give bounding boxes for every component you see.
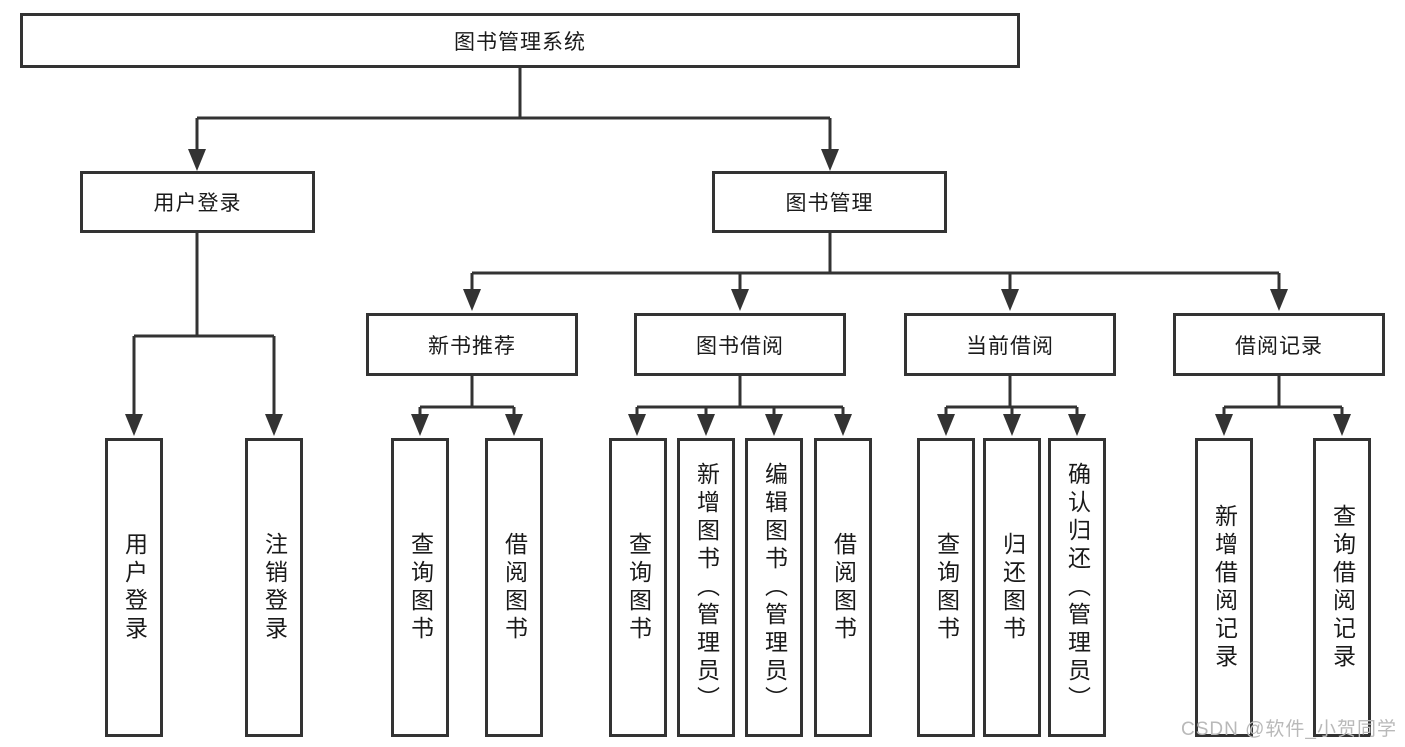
leaf-label-br-add-record: 新增借阅记录 xyxy=(1211,503,1238,672)
leaf-nbr-borrow-books: 借阅图书 xyxy=(485,438,543,737)
node-label-borrowing-records: 借阅记录 xyxy=(1235,334,1323,358)
leaf-logout-login: 注销登录 xyxy=(245,438,303,737)
leaf-label-cb-return-books: 归还图书 xyxy=(999,531,1026,644)
leaf-cb-return-books: 归还图书 xyxy=(983,438,1041,737)
leaf-label-bb-borrow-books: 借阅图书 xyxy=(830,531,857,644)
leaf-label-nbr-query-books: 查询图书 xyxy=(407,531,434,644)
node-label-book-borrowing: 图书借阅 xyxy=(696,334,784,358)
node-label-user-login: 用户登录 xyxy=(153,192,242,215)
node-label-book-management: 图书管理 xyxy=(785,192,874,215)
node-label-root: 图书管理系统 xyxy=(454,30,586,54)
leaf-nbr-query-books: 查询图书 xyxy=(391,438,449,737)
leaf-label-cb-confirm-return-admin: 确认归还（管理员） xyxy=(1064,461,1091,714)
arrowhead-icons xyxy=(125,149,1351,436)
leaf-label-nbr-borrow-books: 借阅图书 xyxy=(501,531,528,644)
leaf-bb-borrow-books: 借阅图书 xyxy=(814,438,872,737)
leaf-br-query-record: 查询借阅记录 xyxy=(1313,438,1371,737)
leaf-cb-confirm-return-admin: 确认归还（管理员） xyxy=(1048,438,1106,737)
csdn-watermark: CSDN @软件_小贺同学 xyxy=(1181,719,1397,740)
node-current-borrowing: 当前借阅 xyxy=(904,313,1116,376)
leaf-label-bb-add-books-admin: 新增图书（管理员） xyxy=(693,461,720,714)
node-borrowing-records: 借阅记录 xyxy=(1173,313,1385,376)
node-book-borrowing: 图书借阅 xyxy=(634,313,846,376)
node-new-book-recommend: 新书推荐 xyxy=(366,313,578,376)
leaf-bb-edit-books-admin: 编辑图书（管理员） xyxy=(745,438,803,737)
leaf-cb-query-books: 查询图书 xyxy=(917,438,975,737)
leaf-user-login: 用户登录 xyxy=(105,438,163,737)
node-user-login: 用户登录 xyxy=(80,171,315,233)
leaf-label-br-query-record: 查询借阅记录 xyxy=(1329,503,1356,672)
leaf-label-cb-query-books: 查询图书 xyxy=(933,531,960,644)
leaf-label-bb-edit-books-admin: 编辑图书（管理员） xyxy=(761,461,788,714)
node-label-current-borrowing: 当前借阅 xyxy=(966,334,1054,358)
leaf-br-add-record: 新增借阅记录 xyxy=(1195,438,1253,737)
node-label-new-book-recommend: 新书推荐 xyxy=(428,334,516,358)
leaf-bb-query-books: 查询图书 xyxy=(609,438,667,737)
leaf-label-user-login: 用户登录 xyxy=(121,531,148,644)
node-book-management: 图书管理 xyxy=(712,171,947,233)
leaf-bb-add-books-admin: 新增图书（管理员） xyxy=(677,438,735,737)
leaf-label-bb-query-books: 查询图书 xyxy=(625,531,652,644)
connector-lines xyxy=(132,68,1344,418)
leaf-label-logout-login: 注销登录 xyxy=(261,531,288,644)
node-library-management-system: 图书管理系统 xyxy=(20,13,1020,68)
